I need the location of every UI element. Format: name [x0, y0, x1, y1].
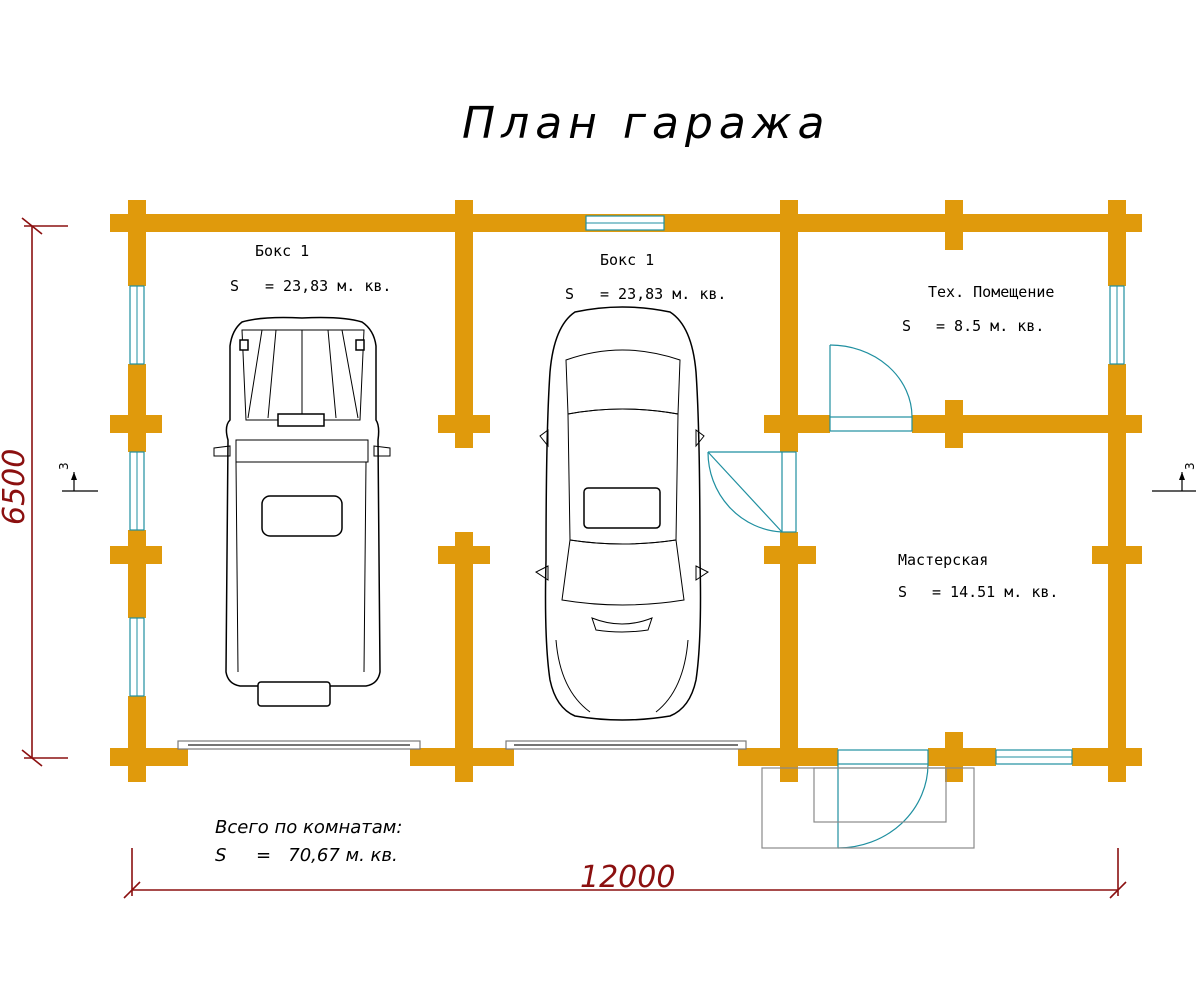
- room-name: Мастерская: [898, 551, 988, 569]
- room-area-label: S: [902, 317, 911, 335]
- section-mark-left-label: 3: [57, 462, 71, 470]
- room-area-label: S: [565, 285, 574, 303]
- room-area-value: = 23,83 м. кв.: [600, 285, 726, 303]
- dimension-width: 12000: [123, 848, 1127, 899]
- room-area-label: S: [898, 583, 907, 601]
- garage-gates: [177, 740, 747, 750]
- total-heading: Всего по комнатам:: [215, 817, 402, 838]
- wall-right-seg1: [1108, 200, 1126, 286]
- dimension-width-label: 12000: [580, 860, 675, 895]
- wall-right-seg2: [1108, 364, 1126, 782]
- wall-left-logend1: [110, 415, 162, 433]
- room-tech: Тех. Помещение S = 8.5 м. кв.: [902, 283, 1054, 335]
- doors: [707, 344, 929, 849]
- wall-left-seg2: [128, 364, 146, 452]
- partition-rooms-logend1: [764, 415, 830, 433]
- wall-left-seg1: [128, 200, 146, 286]
- wall-tech-workshop: [912, 415, 1142, 433]
- room-area-value: = 8.5 м. кв.: [936, 317, 1044, 335]
- section-mark-right: 3: [1152, 462, 1197, 492]
- total-area-value: = 70,67 м. кв.: [256, 845, 398, 866]
- total-area-label: S: [215, 845, 226, 866]
- room-name: Бокс 1: [255, 242, 309, 260]
- wall-right-logend: [1092, 546, 1142, 564]
- room-area-value: = 23,83 м. кв.: [265, 277, 391, 295]
- partition-rooms-top: [780, 200, 798, 452]
- section-mark-left: 3: [57, 462, 98, 492]
- wall-tech-stub-top: [945, 200, 963, 250]
- windows: [129, 215, 1125, 765]
- partition-boxes-logend1: [438, 415, 490, 433]
- wall-bottom-seg5: [1072, 748, 1142, 766]
- total-area: Всего по комнатам: S = 70,67 м. кв.: [215, 817, 402, 866]
- wall-left-logend2: [110, 546, 162, 564]
- room-box1-right: Бокс 1 S = 23,83 м. кв.: [565, 251, 726, 303]
- wall-stub-bottom: [945, 732, 963, 782]
- wall-left-seg3: [128, 530, 146, 618]
- wall-bottom-seg1: [110, 748, 188, 766]
- dimension-height-label: 6500: [0, 449, 32, 525]
- walls: [110, 200, 1142, 782]
- suv-car: [213, 316, 391, 707]
- sedan-car: [535, 306, 709, 721]
- dimension-height: 6500: [0, 217, 68, 767]
- partition-boxes-logend2: [438, 546, 490, 564]
- room-name: Бокс 1: [600, 251, 654, 269]
- partition-rooms-logend2: [764, 546, 816, 564]
- plan-title: План гаража: [462, 98, 831, 149]
- room-name: Тех. Помещение: [928, 283, 1054, 301]
- partition-boxes-top: [455, 200, 473, 448]
- room-box1-left: Бокс 1 S = 23,83 м. кв.: [230, 242, 391, 295]
- section-mark-right-label: 3: [1183, 462, 1197, 470]
- wall-tech-stub-mid: [945, 400, 963, 448]
- room-workshop: Мастерская S = 14.51 м. кв.: [898, 551, 1058, 601]
- wall-left-seg4: [128, 696, 146, 782]
- door-tech-room: [829, 344, 913, 432]
- door-box-workshop: [707, 451, 797, 533]
- room-area-label: S: [230, 277, 239, 295]
- partition-rooms-bottom: [780, 532, 798, 782]
- door-entrance: [837, 749, 929, 849]
- partition-boxes-bottom: [455, 532, 473, 782]
- porch: [761, 767, 975, 849]
- room-area-value: = 14.51 м. кв.: [932, 583, 1058, 601]
